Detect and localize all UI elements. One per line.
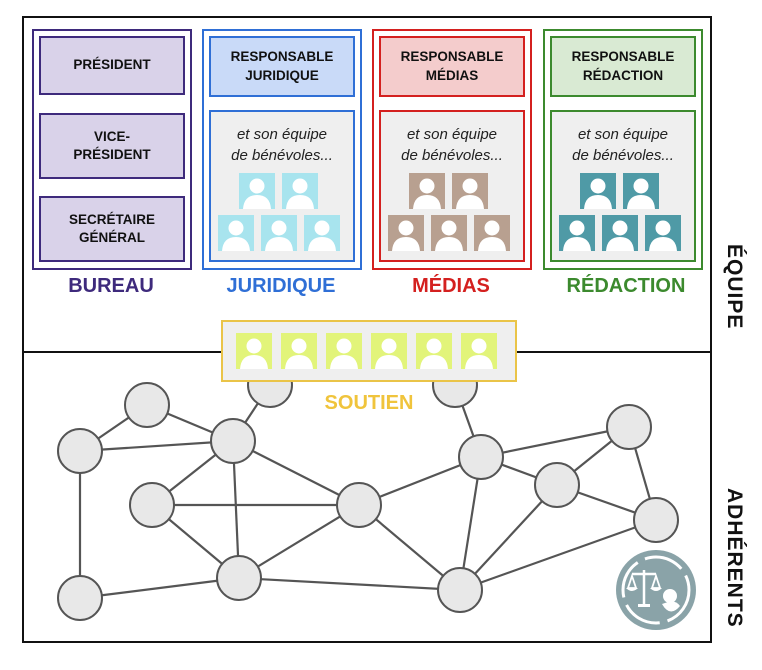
member-node <box>606 404 652 450</box>
network-link <box>480 425 630 459</box>
soutien-member-icon <box>281 333 317 369</box>
team-text-medias: et son équipe de bénévoles... <box>401 126 503 164</box>
member-node <box>216 555 262 601</box>
team-member-icon <box>282 173 318 209</box>
team-member-icon <box>623 173 659 209</box>
team-member-icon <box>239 173 275 209</box>
soutien-member-icon <box>236 333 272 369</box>
group-label-medias: MÉDIAS <box>412 275 490 297</box>
team-member-icon <box>218 215 254 251</box>
member-node <box>129 482 175 528</box>
network-link <box>79 439 234 453</box>
role-secretaire-general: SECRÉTAIRE GÉNÉRAL <box>39 196 185 262</box>
team-member-icon <box>388 215 424 251</box>
group-label-bureau: BUREAU <box>68 275 154 297</box>
team-member-icon <box>431 215 467 251</box>
soutien-member-icon <box>326 333 362 369</box>
team-member-icon <box>474 215 510 251</box>
member-node <box>210 418 256 464</box>
role-vice-president: VICE- PRÉSIDENT <box>39 113 185 179</box>
member-node <box>633 497 679 543</box>
side-label-adherents: ADHÉRENTS <box>723 488 746 628</box>
team-member-icon <box>304 215 340 251</box>
diagram-frame <box>22 16 712 643</box>
team-member-icon <box>602 215 638 251</box>
soutien-member-icon <box>371 333 407 369</box>
role-responsable-medias: RESPONSABLE MÉDIAS <box>379 36 525 97</box>
team-member-icon <box>580 173 616 209</box>
team-member-icon <box>261 215 297 251</box>
soutien-member-icon <box>461 333 497 369</box>
network-link <box>232 440 360 506</box>
soutien-member-icon <box>416 333 452 369</box>
group-redaction <box>543 29 703 270</box>
group-bureau <box>32 29 192 270</box>
member-node <box>534 462 580 508</box>
group-label-redaction: RÉDACTION <box>566 275 686 297</box>
group-juridique <box>202 29 362 270</box>
side-label-equipe: ÉQUIPE <box>723 244 746 330</box>
role-president: PRÉSIDENT <box>39 36 185 95</box>
team-text-redaction: et son équipe de bénévoles... <box>572 126 674 164</box>
network-link <box>459 484 558 591</box>
group-label-juridique: JURIDIQUE <box>226 275 336 297</box>
member-node <box>57 575 103 621</box>
member-node <box>458 434 504 480</box>
member-node <box>336 482 382 528</box>
role-responsable-redaction: RESPONSABLE RÉDACTION <box>550 36 696 97</box>
soutien-label: SOUTIEN <box>324 392 414 414</box>
team-member-icon <box>452 173 488 209</box>
role-responsable-juridique: RESPONSABLE JURIDIQUE <box>209 36 355 97</box>
team-member-icon <box>645 215 681 251</box>
member-node <box>437 567 483 613</box>
network-link <box>459 518 657 592</box>
team-member-icon <box>559 215 595 251</box>
team-member-icon <box>409 173 445 209</box>
group-medias <box>372 29 532 270</box>
scales-of-justice-logo-icon <box>616 550 696 630</box>
network-link <box>238 504 360 579</box>
team-text-juridique: et son équipe de bénévoles... <box>231 126 333 164</box>
network-link <box>238 576 461 592</box>
member-node <box>124 382 170 428</box>
network-link <box>79 576 240 600</box>
member-node <box>57 428 103 474</box>
